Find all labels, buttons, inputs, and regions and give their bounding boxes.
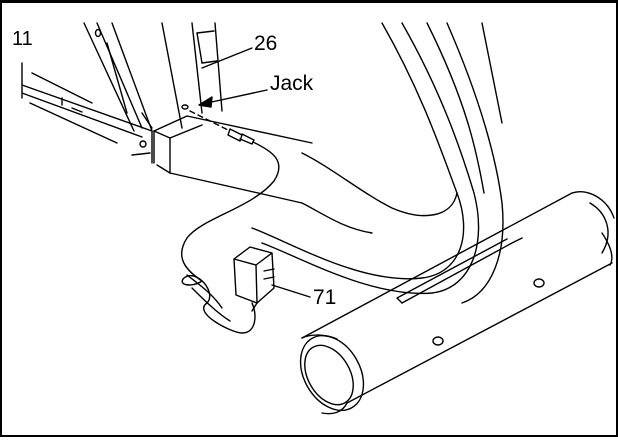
assembly-drawing [21,22,615,415]
bike-frame-base [21,22,153,164]
jack-arrow [198,89,268,108]
leader-71 [271,284,311,298]
step-number: 11 [12,28,33,50]
stabilizer-tube [301,191,615,404]
callout-part-71: 71 [313,286,337,309]
insertion-line [189,110,231,132]
leader-26 [201,47,253,69]
callout-part-26: 26 [254,32,278,55]
callout-jack: Jack [270,72,314,95]
power-adapter [233,246,275,312]
jack-bracket [153,104,313,204]
power-cord [181,128,280,334]
end-cap [299,334,365,415]
upright-tube [161,22,223,129]
curved-frame-tubes [251,22,504,304]
